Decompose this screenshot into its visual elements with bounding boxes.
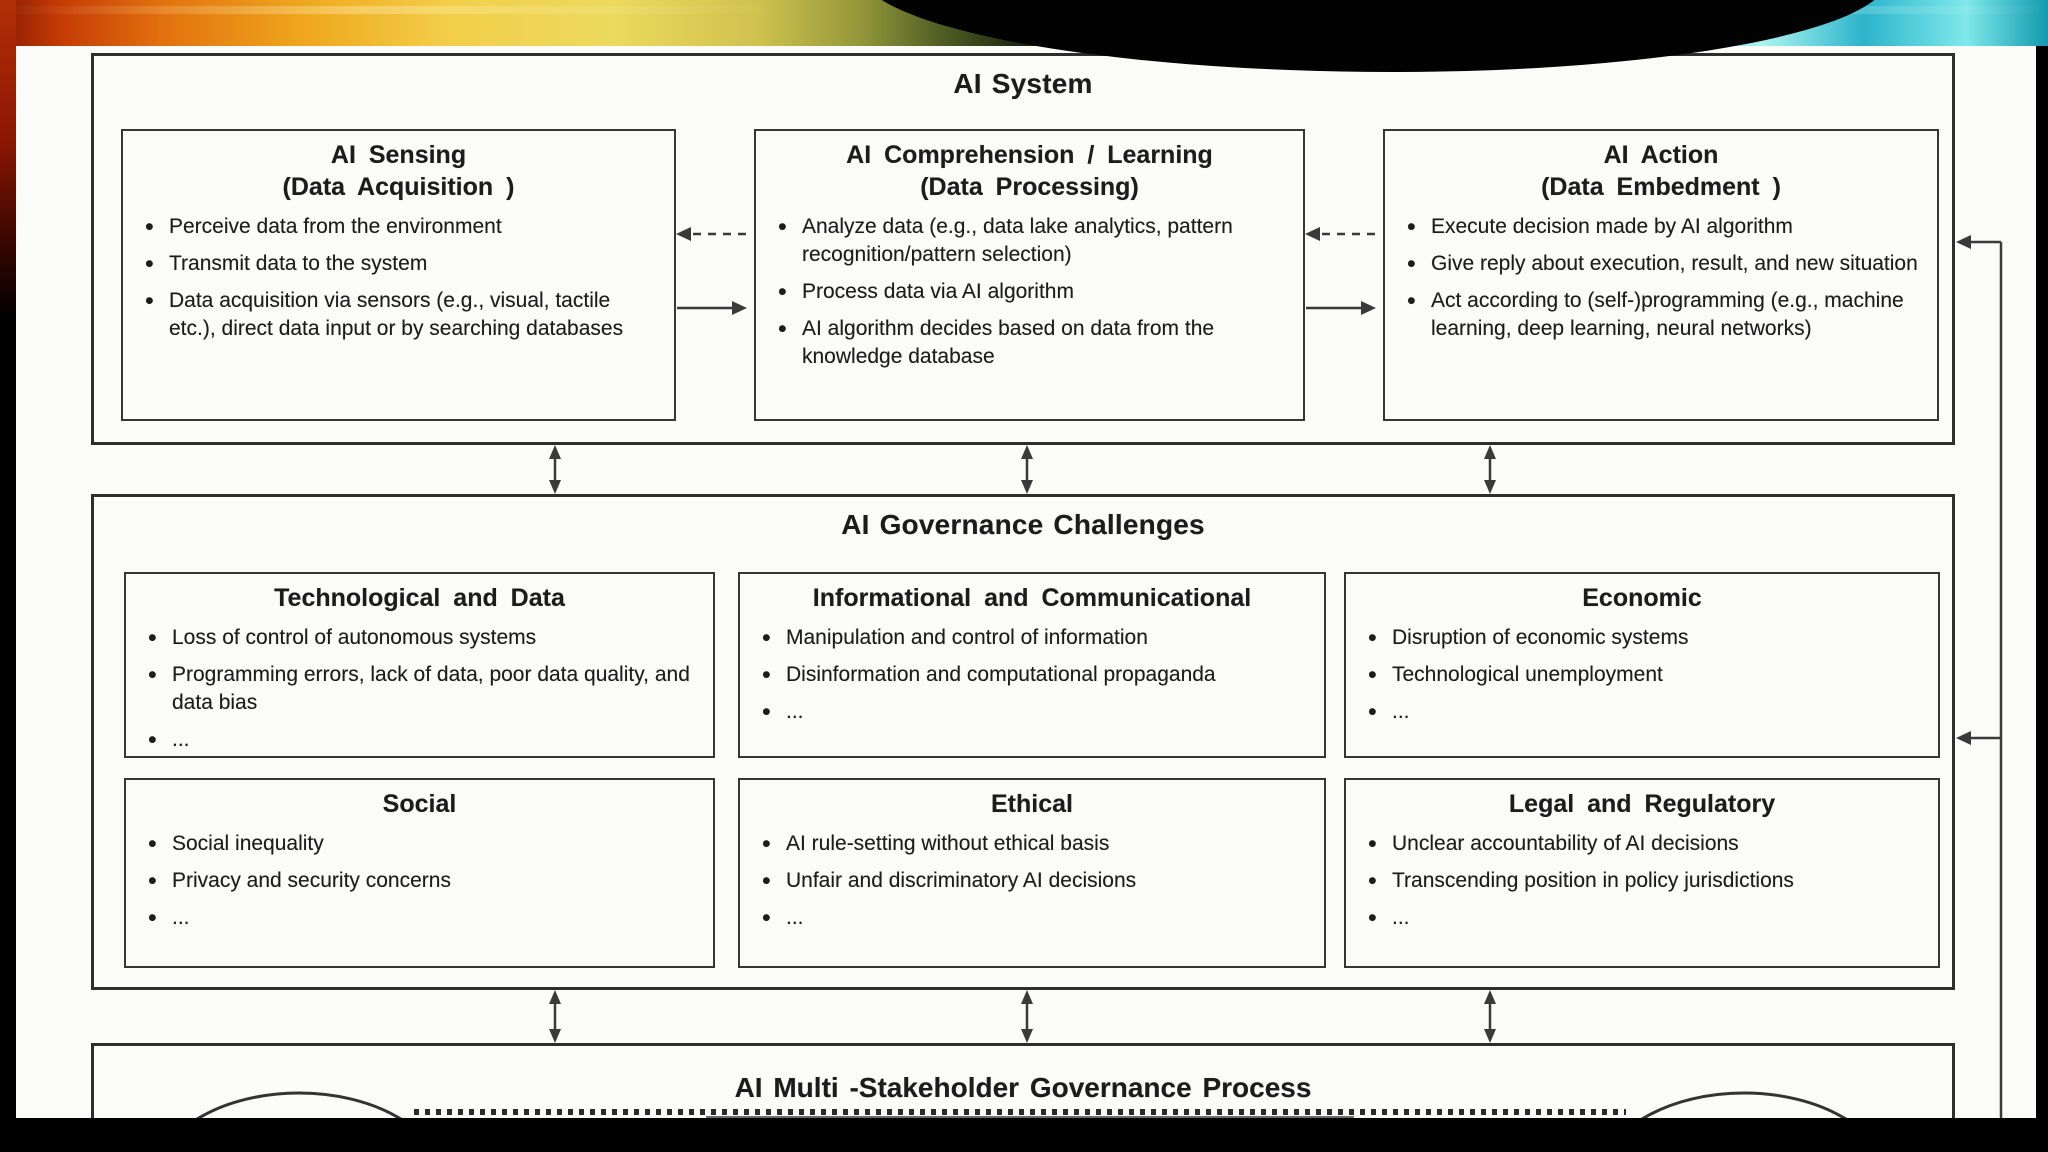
ai-action-title: AI Action (Data Embedment ) bbox=[1541, 141, 1781, 201]
ai-sensing-title: AI Sensing (Data Acquisition ) bbox=[282, 141, 515, 201]
ai-action-box: AI Action (Data Embedment ) Execute deci… bbox=[1383, 129, 1939, 421]
bullet: Execute decision made by AI algorithm bbox=[1405, 211, 1921, 244]
bullet: ... bbox=[146, 902, 697, 935]
bullet: ... bbox=[1366, 696, 1922, 729]
slide-canvas: AI System AI Sensing (Data Acquisition )… bbox=[16, 38, 2036, 1118]
governance-box-ethical: Ethical AI rule-setting without ethical … bbox=[738, 778, 1326, 968]
bullet: AI algorithm decides based on data from … bbox=[776, 313, 1287, 371]
bullet-list: Loss of control of autonomous systems Pr… bbox=[140, 622, 699, 757]
bullet-list: Social inequality Privacy and security c… bbox=[140, 828, 699, 935]
bottom-letterbox-bar bbox=[0, 1118, 2048, 1152]
ai-comprehension-title: AI Comprehension / Learning (Data Proces… bbox=[846, 141, 1213, 201]
box-title: Ethical bbox=[991, 790, 1073, 818]
bullet: Disruption of economic systems bbox=[1366, 622, 1922, 655]
bullet: Manipulation and control of information bbox=[760, 622, 1308, 655]
ai-system-container: AI System AI Sensing (Data Acquisition )… bbox=[91, 53, 1955, 445]
feedback-loop-line bbox=[1956, 235, 2003, 1118]
process-shapes bbox=[196, 1091, 1847, 1118]
ai-governance-container: AI Governance Challenges Technological a… bbox=[91, 494, 1955, 990]
box-title: Economic bbox=[1582, 584, 1702, 612]
box-title: Technological and Data bbox=[274, 584, 565, 612]
bullet: Give reply about execution, result, and … bbox=[1405, 248, 1921, 281]
bullet: Social inequality bbox=[146, 828, 697, 861]
bullet-list: Manipulation and control of information … bbox=[754, 622, 1310, 729]
bullet: Transcending position in policy jurisdic… bbox=[1366, 865, 1922, 898]
bullet: ... bbox=[760, 902, 1308, 935]
ai-system-title: AI System bbox=[953, 68, 1093, 99]
double-arrow-sys-gov-2 bbox=[1021, 445, 1033, 494]
double-arrow-gov-proc-1 bbox=[549, 990, 561, 1043]
stakeholder-ellipse-right bbox=[1641, 1091, 1847, 1118]
bullet-list: AI rule-setting without ethical basis Un… bbox=[754, 828, 1310, 935]
double-arrow-gov-proc-2 bbox=[1021, 990, 1033, 1043]
bullet: ... bbox=[760, 696, 1308, 729]
bullet-list: Unclear accountability of AI decisions T… bbox=[1360, 828, 1924, 935]
box-title: Informational and Communicational bbox=[812, 584, 1252, 612]
box-title: Legal and Regulatory bbox=[1508, 790, 1776, 818]
governance-box-technological: Technological and Data Loss of control o… bbox=[124, 572, 715, 758]
process-title: AI Multi -Stakeholder Governance Process bbox=[734, 1072, 1312, 1103]
ai-sensing-box: AI Sensing (Data Acquisition ) Perceive … bbox=[121, 129, 676, 421]
ai-action-bullets: Execute decision made by AI algorithm Gi… bbox=[1399, 211, 1923, 343]
bullet: Perceive data from the environment bbox=[143, 211, 658, 244]
bullet: Disinformation and computational propaga… bbox=[760, 659, 1308, 692]
governance-box-informational: Informational and Communicational Manipu… bbox=[738, 572, 1326, 758]
left-edge-gradient bbox=[0, 0, 16, 320]
stakeholder-ellipse-left bbox=[196, 1091, 402, 1118]
bullet: ... bbox=[146, 724, 697, 757]
governance-box-legal: Legal and Regulatory Unclear accountabil… bbox=[1344, 778, 1940, 968]
bullet: Data acquisition via sensors (e.g., visu… bbox=[143, 285, 658, 343]
governance-process-container: AI Multi -Stakeholder Governance Process bbox=[91, 1043, 1955, 1118]
double-arrow-sys-gov-1 bbox=[549, 445, 561, 494]
double-arrow-sys-gov-3 bbox=[1484, 445, 1496, 494]
bullet: Act according to (self-)programming (e.g… bbox=[1405, 285, 1921, 343]
governance-title: AI Governance Challenges bbox=[841, 509, 1205, 540]
process-bar bbox=[706, 1116, 1354, 1118]
ai-comprehension-bullets: Analyze data (e.g., data lake analytics,… bbox=[770, 211, 1289, 371]
box-title: Social bbox=[382, 790, 457, 818]
bullet: AI rule-setting without ethical basis bbox=[760, 828, 1308, 861]
bullet-list: Disruption of economic systems Technolog… bbox=[1360, 622, 1924, 729]
bullet: Analyze data (e.g., data lake analytics,… bbox=[776, 211, 1287, 269]
bullet: Privacy and security concerns bbox=[146, 865, 697, 898]
bullet: Loss of control of autonomous systems bbox=[146, 622, 697, 655]
bullet: Process data via AI algorithm bbox=[776, 276, 1287, 309]
ai-comprehension-box: AI Comprehension / Learning (Data Proces… bbox=[754, 129, 1305, 421]
bullet: Unclear accountability of AI decisions bbox=[1366, 828, 1922, 861]
bullet: Programming errors, lack of data, poor d… bbox=[146, 659, 697, 717]
double-arrow-gov-proc-3 bbox=[1484, 990, 1496, 1043]
bullet: Transmit data to the system bbox=[143, 248, 658, 281]
bullet: Unfair and discriminatory AI decisions bbox=[760, 865, 1308, 898]
governance-box-economic: Economic Disruption of economic systems … bbox=[1344, 572, 1940, 758]
ai-sensing-bullets: Perceive data from the environment Trans… bbox=[137, 211, 660, 343]
bullet: ... bbox=[1366, 902, 1922, 935]
governance-box-social: Social Social inequality Privacy and sec… bbox=[124, 778, 715, 968]
bullet: Technological unemployment bbox=[1366, 659, 1922, 692]
